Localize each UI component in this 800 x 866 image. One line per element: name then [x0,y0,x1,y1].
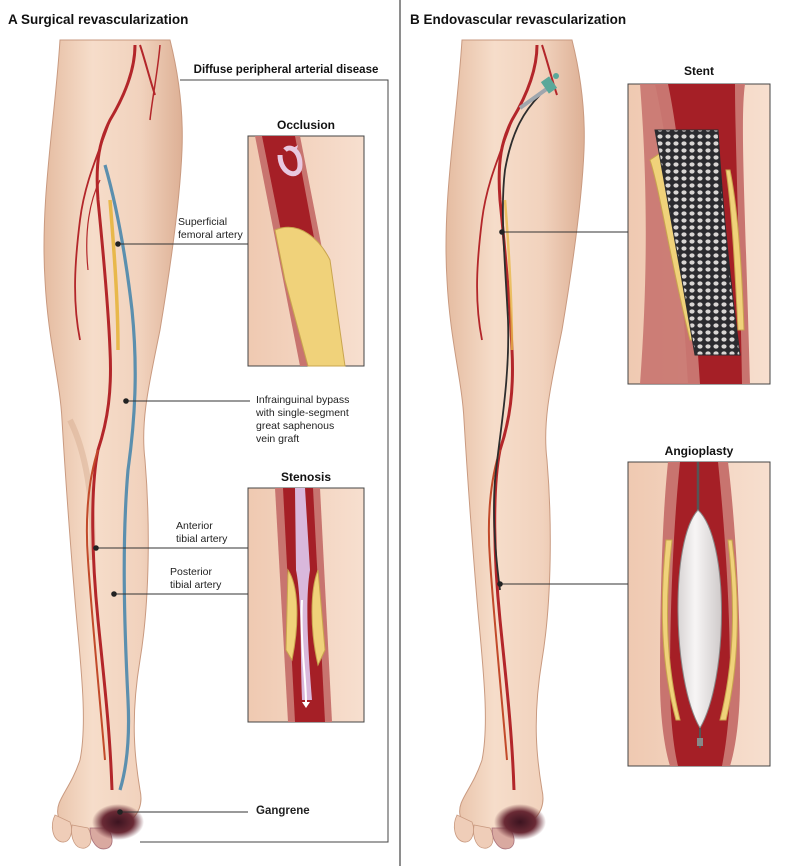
gangrene-area [92,804,144,840]
panel-a-title: A Surgical revascularization [8,12,189,27]
leader-dots-b [497,229,505,587]
plaque-occlusion [274,226,346,367]
disease-box-frame [140,79,389,843]
guidewire [493,94,541,591]
stenosis-title: Stenosis [280,470,331,484]
label-bypass: Infrainguinal bypass with single-segment… [256,394,350,445]
angioplasty-inset [627,461,771,767]
leader-lines-a [96,243,250,813]
plaque-stenosis-left [285,568,298,662]
vein-graft [103,164,137,791]
leg-a [43,39,183,850]
label-gangrene: Gangrene [256,805,310,817]
stent-mesh [654,129,741,356]
label-posterior-tibial: Posterior tibial artery [170,566,222,591]
plaque-stenosis-right [311,569,326,667]
gangrene-area-b [494,804,546,840]
stenosis-inset [247,487,365,723]
occlusion-title: Occlusion [276,118,335,132]
leg-b [445,39,585,850]
panel-b-title: B Endovascular revascularization [410,12,627,27]
leader-lines-b [500,231,628,585]
angioplasty-title: Angioplasty [664,444,734,458]
stent-inset [627,83,771,385]
disease-box-title: Diffuse peripheral arterial disease [193,64,379,76]
occlusion-inset [247,135,365,367]
label-anterior-tibial: Anterior tibial artery [176,520,228,545]
stent-title: Stent [684,64,714,78]
introducer-sheath [518,73,559,110]
leader-dots-a [93,241,129,815]
label-superficial-femoral: Superficial femoral artery [178,216,243,241]
